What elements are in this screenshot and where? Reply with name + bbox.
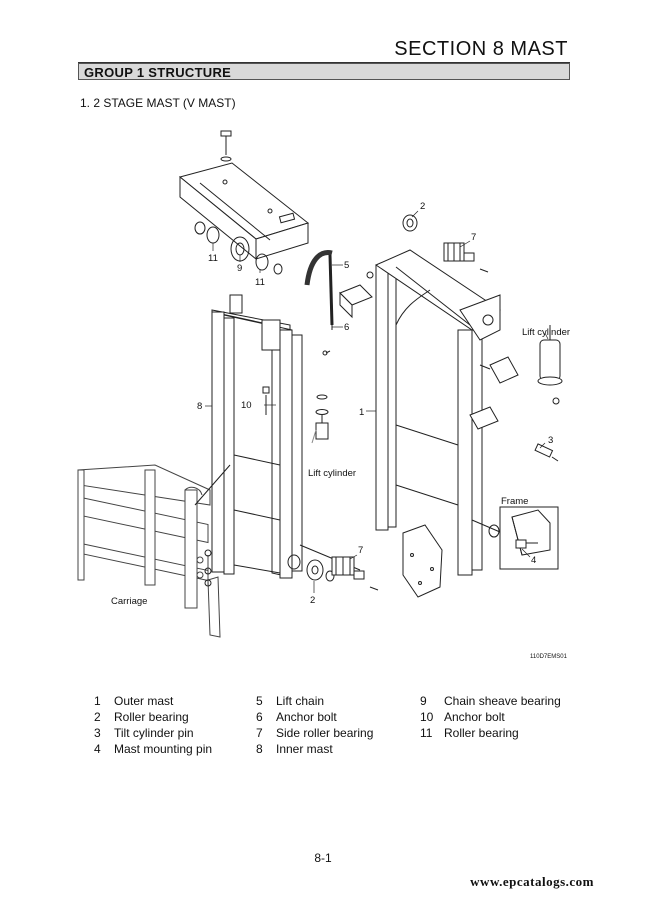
carriage-rollers-drawing (194, 464, 231, 587)
top-bolt-drawing (220, 130, 232, 162)
group-title: GROUP 1 STRUCTURE (84, 65, 232, 80)
watermark: www.epcatalogs.com (470, 874, 594, 889)
lift-cylinder-mid-drawing (311, 394, 329, 444)
upper-side-roller-drawing (443, 242, 489, 273)
lift-chain-drawing (304, 250, 334, 356)
upper-roller-bearing-drawing (402, 214, 418, 232)
callout-3: 3 (548, 435, 553, 446)
callout-7-lower: 7 (358, 545, 363, 556)
callout-5: 5 (344, 260, 349, 271)
callout-10: 10 (241, 400, 252, 411)
lower-side-roller-drawing (331, 556, 379, 591)
page-number: 8-1 (314, 851, 332, 865)
frame-inset (499, 506, 559, 570)
callout-2-lower: 2 (310, 595, 315, 606)
carriage-drawing (77, 464, 221, 638)
group-header-bar: GROUP 1 STRUCTURE (78, 63, 570, 80)
crosshead-drawing (178, 162, 310, 261)
callout-4: 4 (531, 555, 536, 566)
lift-cylinder-label-right: Lift cylinder (522, 327, 570, 338)
callout-1: 1 (359, 407, 364, 418)
tilt-pin-drawing (469, 406, 559, 462)
callout-9: 9 (237, 263, 242, 274)
frame-label: Frame (501, 496, 528, 507)
callout-7-upper: 7 (471, 232, 476, 243)
section-divider (78, 62, 570, 63)
exploded-mast-diagram: 2 7 5 6 9 11 11 8 10 1 3 7 2 4 Lift cyli… (77, 130, 570, 660)
callout-2-upper: 2 (420, 201, 425, 212)
callout-8: 8 (197, 401, 202, 412)
inner-mast-drawing (211, 294, 303, 579)
carriage-label: Carriage (111, 596, 147, 607)
anchor-plate-drawing (402, 524, 443, 598)
callout-11-left: 11 (208, 253, 218, 264)
lift-cylinder-right-drawing (537, 325, 563, 405)
section-title: SECTION 8 MAST (394, 38, 568, 60)
drawing-code: 110D7EMS01 (530, 654, 568, 660)
anchor-bracket-drawing (339, 284, 519, 384)
frame-bearing-drawing (471, 519, 501, 538)
callout-6: 6 (344, 322, 349, 333)
outer-mast-drawing (366, 249, 501, 576)
callout-11-right: 11 (255, 277, 265, 288)
lift-cylinder-label-mid: Lift cylinder (308, 468, 356, 479)
leader-lines (205, 210, 549, 593)
subheading: 1. 2 STAGE MAST (V MAST) (80, 96, 236, 110)
